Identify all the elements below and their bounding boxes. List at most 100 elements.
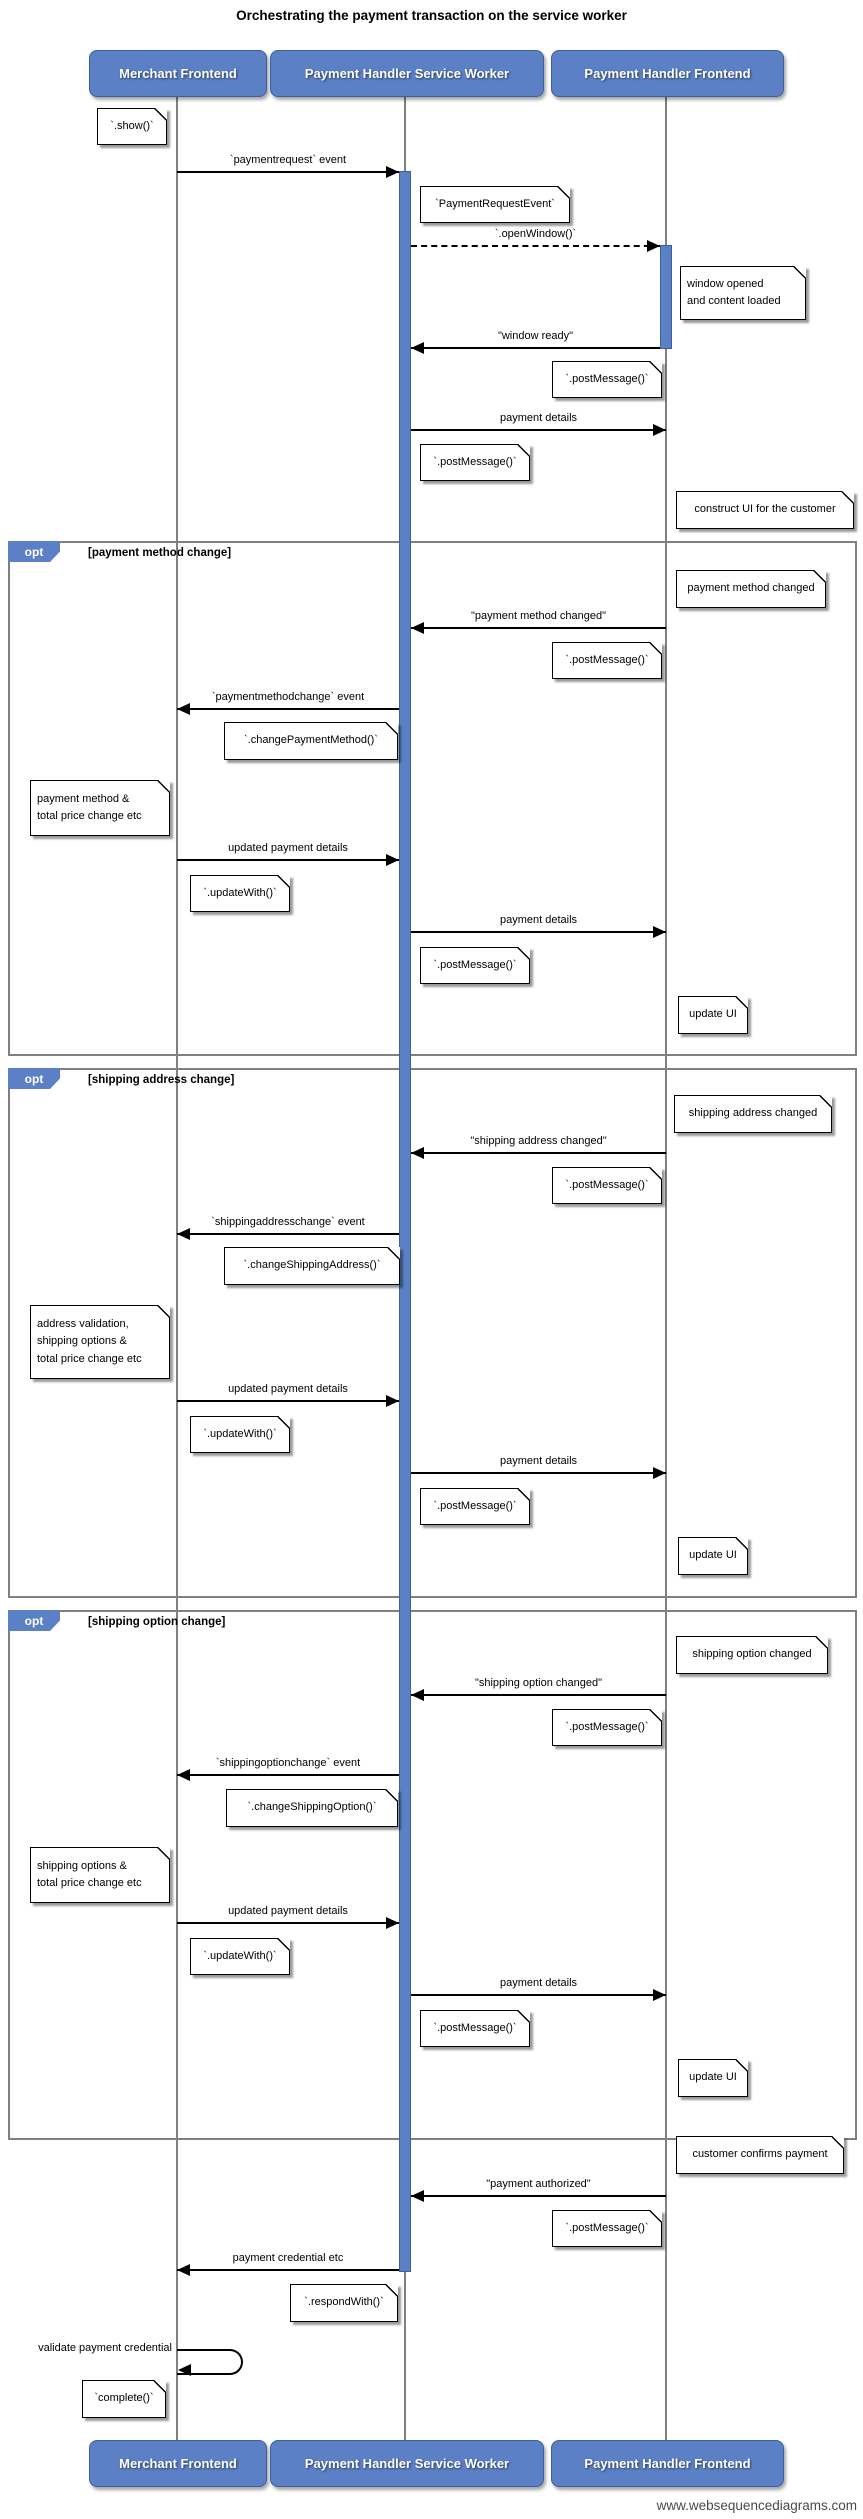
message-line: [177, 1233, 399, 1235]
arrowhead-right-icon: [386, 854, 399, 866]
message-line: [411, 1694, 666, 1696]
arrowhead-right-icon: [653, 926, 666, 938]
note-address-info: address validation, shipping options & t…: [30, 1304, 171, 1379]
note-construct-ui: construct UI for the customer: [676, 490, 855, 529]
message-line: [411, 1152, 666, 1154]
note-window-opened: window opened and content loaded: [680, 265, 807, 320]
note-complete: `complete()`: [82, 2379, 167, 2418]
note-payment-method-info: payment method & total price change etc: [30, 779, 171, 836]
message-payment-details-2: payment details: [499, 914, 578, 926]
arrowhead-right-icon: [647, 240, 660, 252]
participant-service-worker-top: Payment Handler Service Worker: [270, 50, 544, 97]
note-update-with-3: `.updateWith()`: [190, 1937, 291, 1975]
note-payment-method-changed: payment method changed: [676, 569, 827, 608]
fragment-opt1-guard: [payment method change]: [88, 547, 232, 559]
arrowhead-left-icon: [177, 1228, 190, 1240]
note-update-with-1: `.updateWith()`: [190, 874, 291, 912]
arrowhead-left-icon: [411, 2190, 424, 2202]
note-update-ui-2: update UI: [678, 1536, 749, 1575]
fragment-opt-payment-method-change: [8, 541, 857, 1056]
note-post-message-9: `.postMessage()`: [552, 2209, 663, 2247]
fragment-opt-shipping-address-change: [8, 1068, 857, 1598]
participant-merchant-frontend-top: Merchant Frontend: [89, 50, 267, 97]
lifeline-merchant-frontend: [176, 95, 178, 2440]
note-post-message-2: `.postMessage()`: [420, 443, 531, 481]
message-line: [411, 1994, 666, 1996]
fragment-opt1-operator: opt: [8, 541, 60, 562]
note-update-ui-1: update UI: [678, 995, 749, 1034]
message-shipping-address-changed: "shipping address changed": [470, 1135, 607, 1147]
arrowhead-right-icon: [386, 1917, 399, 1929]
note-payment-request-event: `PaymentRequestEvent`: [420, 185, 571, 223]
message-line: [411, 2195, 666, 2197]
arrowhead-left-icon: [411, 342, 424, 354]
arrowhead-left-icon: [177, 703, 190, 715]
self-message-loop: [177, 2349, 243, 2375]
message-line: [177, 171, 399, 173]
arrowhead-right-icon: [653, 424, 666, 436]
note-change-shipping-address: `.changeShippingAddress()`: [224, 1246, 401, 1285]
watermark: www.websequencediagrams.com: [656, 2498, 857, 2513]
message-line: [411, 627, 666, 629]
note-change-shipping-option: `.changeShippingOption()`: [226, 1788, 399, 1827]
arrowhead-left-icon: [411, 1147, 424, 1159]
message-payment-details-4: payment details: [499, 1977, 578, 1989]
arrowhead-right-icon: [386, 166, 399, 178]
message-updated-payment-details-1: updated payment details: [228, 842, 348, 854]
participant-merchant-frontend-bottom: Merchant Frontend: [89, 2440, 267, 2487]
message-line: [177, 708, 399, 710]
note-shipping-option-changed: shipping option changed: [676, 1635, 829, 1674]
note-shipping-address-changed: shipping address changed: [674, 1094, 833, 1133]
message-line: [411, 1472, 666, 1474]
message-payment-method-changed: "payment method changed": [470, 610, 606, 622]
message-updated-payment-details-3: updated payment details: [228, 1905, 348, 1917]
note-update-ui-3: update UI: [678, 2058, 749, 2097]
message-line: [177, 1922, 399, 1924]
note-show: `.show()`: [97, 107, 168, 145]
note-post-message-4: `.postMessage()`: [420, 946, 531, 984]
message-line: [177, 859, 399, 861]
participant-service-worker-bottom: Payment Handler Service Worker: [270, 2440, 544, 2487]
message-paymentmethodchange-event: `paymentmethodchange` event: [211, 691, 365, 703]
arrowhead-right-icon: [653, 1989, 666, 2001]
note-post-message-7: `.postMessage()`: [552, 1708, 663, 1746]
message-paymentrequest-event: `paymentrequest` event: [229, 154, 347, 166]
note-respond-with: `.respondWith()`: [290, 2283, 399, 2322]
arrowhead-left-icon: [411, 1689, 424, 1701]
participant-payment-handler-frontend-top: Payment Handler Frontend: [551, 50, 784, 97]
participant-payment-handler-frontend-bottom: Payment Handler Frontend: [551, 2440, 784, 2487]
message-payment-credential: payment credential etc: [232, 2252, 344, 2264]
message-shippingoptionchange-event: `shippingoptionchange` event: [215, 1757, 361, 1769]
message-shippingaddresschange-event: `shippingaddresschange` event: [211, 1216, 365, 1228]
message-payment-authorized: "payment authorized": [486, 2178, 591, 2190]
message-line: [411, 429, 666, 431]
message-line: [177, 1774, 399, 1776]
note-change-payment-method: `.changePaymentMethod()`: [224, 721, 399, 760]
arrowhead-left-icon: [178, 2364, 191, 2376]
note-post-message-6: `.postMessage()`: [420, 1487, 531, 1525]
diagram-title: Orchestrating the payment transaction on…: [236, 8, 627, 23]
message-line-dashed: [411, 245, 660, 247]
fragment-opt2-guard: [shipping address change]: [88, 1074, 235, 1086]
message-shipping-option-changed: "shipping option changed": [474, 1677, 603, 1689]
activation-payment-handler-frontend: [660, 245, 672, 349]
message-payment-details-3: payment details: [499, 1455, 578, 1467]
message-payment-details-1: payment details: [499, 412, 578, 424]
message-window-ready: "window ready": [497, 330, 574, 342]
fragment-opt2-operator: opt: [8, 1068, 60, 1089]
note-option-info: shipping options & total price change et…: [30, 1846, 171, 1903]
arrowhead-left-icon: [177, 2264, 190, 2276]
message-line: [411, 347, 660, 349]
note-post-message-5: `.postMessage()`: [552, 1166, 663, 1204]
lifeline-payment-handler-frontend: [665, 95, 667, 2440]
arrowhead-right-icon: [386, 1395, 399, 1407]
arrowhead-left-icon: [411, 622, 424, 634]
activation-service-worker: [399, 171, 411, 2272]
note-update-with-2: `.updateWith()`: [190, 1415, 291, 1453]
message-line: [411, 931, 666, 933]
note-post-message-8: `.postMessage()`: [420, 2009, 531, 2047]
fragment-opt3-operator: opt: [8, 1610, 60, 1631]
note-customer-confirms: customer confirms payment: [676, 2135, 845, 2174]
arrowhead-left-icon: [177, 1769, 190, 1781]
